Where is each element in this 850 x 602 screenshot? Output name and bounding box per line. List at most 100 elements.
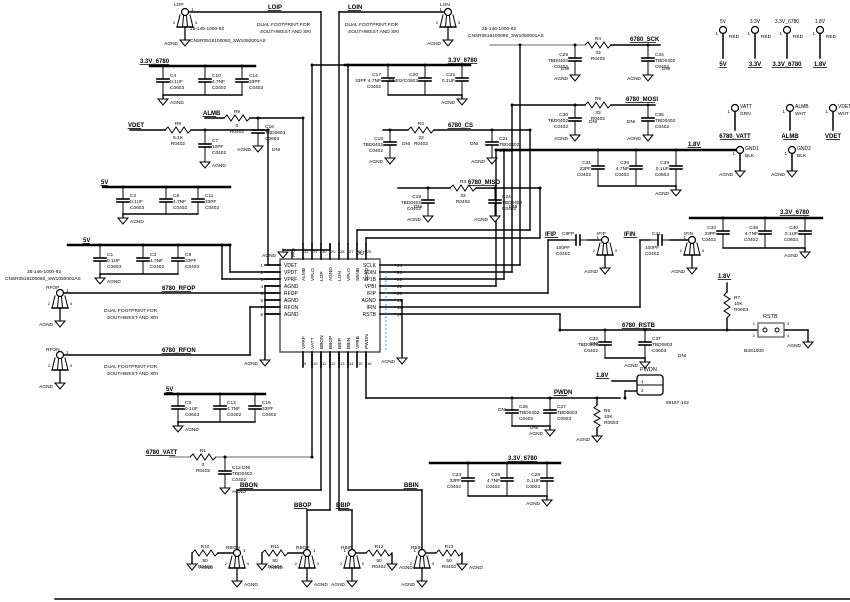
svg-text:DNI: DNI: [590, 341, 598, 347]
net-label-5V: 5V: [101, 180, 108, 186]
svg-text:R9: R9: [234, 109, 240, 115]
svg-text:R5: R5: [595, 96, 601, 102]
svg-text:TBD0603: TBD0603: [265, 130, 286, 136]
svg-text:C0402: C0402: [577, 172, 591, 178]
svg-text:C0402: C0402: [173, 205, 187, 211]
svg-text:TBD0402: TBD0402: [519, 410, 540, 416]
svg-text:LON: LON: [440, 2, 450, 8]
svg-text:RSTB: RSTB: [363, 312, 377, 318]
svg-text:4.7NF: 4.7NF: [150, 258, 163, 264]
svg-text:AGND: AGND: [474, 217, 488, 223]
svg-text:AGND: AGND: [655, 191, 669, 197]
ground-symbol: AGND: [627, 131, 655, 142]
svg-text:R1: R1: [200, 448, 206, 454]
svg-text:1: 1: [747, 31, 750, 36]
svg-text:15: 15: [358, 361, 363, 366]
svg-text:C1: C1: [107, 252, 113, 258]
svg-text:3.3V: 3.3V: [750, 19, 761, 25]
svg-text:C0402: C0402: [645, 251, 659, 257]
svg-text:AGND: AGND: [627, 136, 641, 142]
svg-text:C0402: C0402: [232, 477, 246, 483]
svg-text:19: 19: [397, 298, 403, 303]
svg-text:AGND: AGND: [212, 163, 226, 169]
svg-text:LON: LON: [337, 271, 343, 281]
ground-symbol: AGND: [407, 212, 435, 223]
svg-text:C0402: C0402: [615, 172, 629, 178]
ground-symbol: AGND: [526, 496, 554, 507]
svg-text:R0402: R0402: [591, 116, 605, 122]
svg-text:C0402: C0402: [519, 416, 533, 422]
svg-text:1: 1: [413, 548, 416, 553]
svg-text:SOUTHWEST AND SRI: SOUTHWEST AND SRI: [107, 315, 158, 321]
svg-text:10PF: 10PF: [212, 144, 224, 150]
svg-text:BBIN: BBIN: [346, 337, 352, 349]
svg-text:C12 DNI: C12 DNI: [232, 465, 250, 471]
svg-text:AGND: AGND: [269, 565, 283, 571]
svg-text:R10: R10: [201, 544, 210, 550]
svg-text:C0402: C0402: [744, 237, 758, 243]
svg-text:C0603: C0603: [557, 416, 571, 422]
net-label-LOIP: LOIP: [268, 5, 282, 11]
svg-text:C0402: C0402: [499, 148, 513, 154]
svg-text:2: 2: [340, 561, 343, 566]
svg-text:VATT: VATT: [310, 337, 316, 349]
net-label-VDET: VDET: [128, 123, 144, 129]
svg-text:RBON: RBON: [226, 545, 240, 551]
svg-text:AGND: AGND: [399, 565, 413, 571]
svg-text:1: 1: [596, 235, 599, 240]
net-label-5V: 5V: [166, 387, 173, 393]
svg-text:RED: RED: [761, 34, 772, 40]
ground-symbol: AGND: [787, 338, 815, 349]
svg-text:C0402: C0402: [655, 64, 669, 70]
ground-symbol: AGND: [156, 95, 184, 106]
net-label-3.3V_6780: 3.3V_6780: [780, 210, 810, 216]
ground-symbol: AGND: [529, 426, 557, 437]
svg-text:C0603: C0603: [526, 484, 540, 490]
svg-text:4.7NF: 4.7NF: [616, 166, 629, 172]
svg-text:33PF: 33PF: [705, 231, 717, 237]
svg-text:DNI: DNI: [470, 141, 478, 147]
svg-text:33PF: 33PF: [249, 79, 261, 85]
svg-text:AGND: AGND: [771, 172, 785, 178]
svg-text:GRN: GRN: [740, 111, 751, 117]
svg-text:2: 2: [295, 561, 298, 566]
svg-text:AGND: AGND: [407, 217, 421, 223]
svg-text:AGND: AGND: [237, 147, 251, 153]
svg-text:C6: C6: [173, 193, 179, 199]
svg-text:C4: C4: [170, 73, 176, 79]
svg-text:33: 33: [595, 50, 601, 56]
net-label-3.3V_6780: 3.3V_6780: [448, 58, 478, 64]
svg-text:50: 50: [272, 558, 278, 564]
ground-symbol: AGND: [441, 95, 469, 106]
ground-symbol: AGND: [262, 248, 290, 259]
net-label-LOIN: LOIN: [348, 5, 362, 11]
svg-text:C0402: C0402: [655, 124, 669, 130]
svg-text:C3: C3: [150, 252, 156, 258]
ground-symbol: AGND: [198, 158, 226, 169]
svg-text:BBOP: BBOP: [328, 336, 334, 349]
svg-text:TBD0402: TBD0402: [655, 58, 676, 64]
svg-text:5: 5: [247, 561, 250, 566]
svg-text:AGND: AGND: [529, 431, 543, 437]
net-label-PWDN: PWDN: [554, 390, 572, 396]
svg-text:1: 1: [243, 548, 246, 553]
svg-text:RBOP: RBOP: [296, 545, 310, 551]
svg-text:C10: C10: [212, 73, 221, 79]
